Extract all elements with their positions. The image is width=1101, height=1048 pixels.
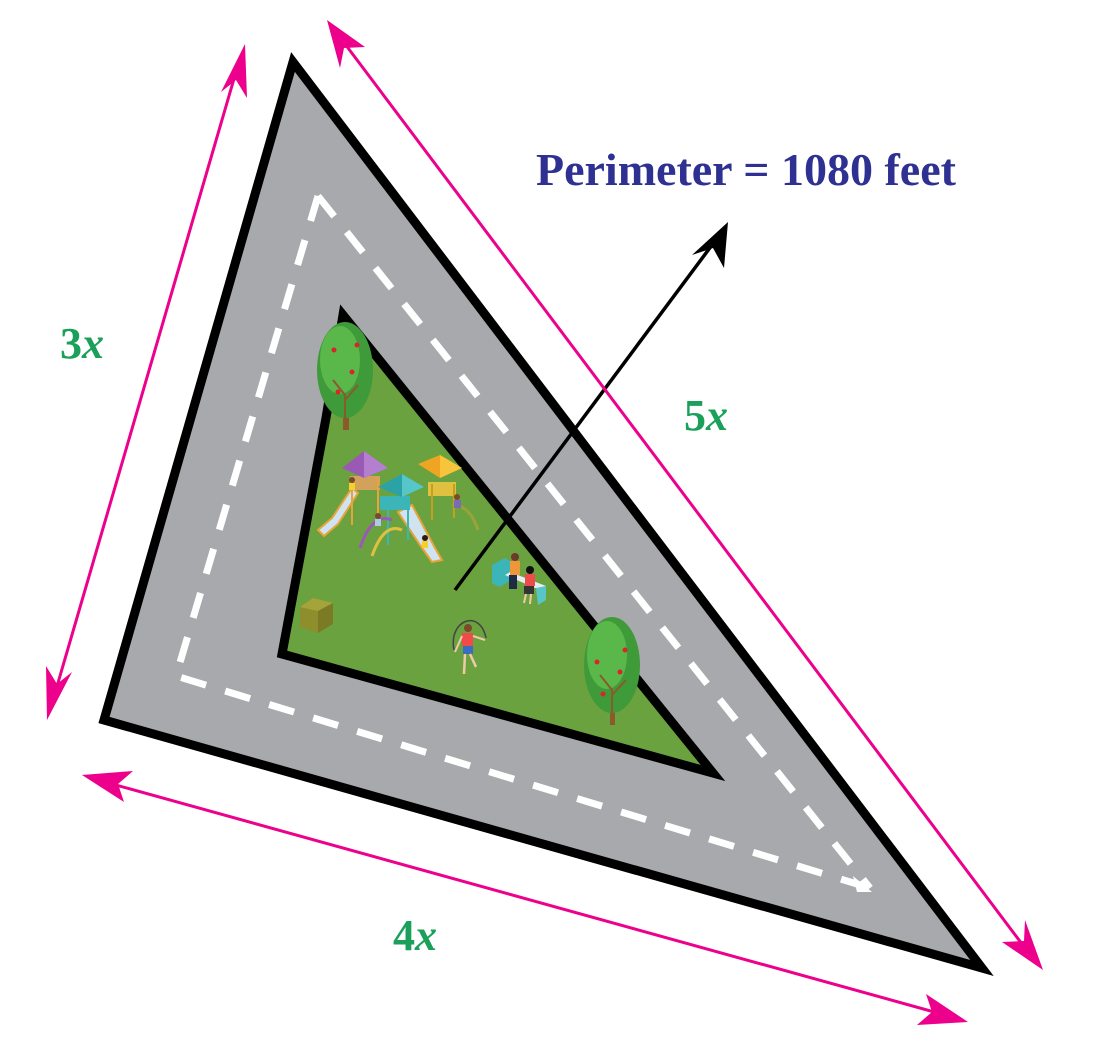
perimeter-label: Perimeter = 1080 feet <box>536 143 956 196</box>
lane-marking-dashed-hyp <box>315 193 873 891</box>
dimension-arrow-right <box>327 20 1043 970</box>
perimeter-pointer-arrow <box>453 222 728 592</box>
shrub-box <box>300 598 333 633</box>
bench-couple-icon <box>492 553 546 605</box>
side-right-coefficient: 5 <box>684 391 706 440</box>
dimension-arrow-bottom <box>82 771 968 1025</box>
side-right-variable: x <box>706 391 728 440</box>
dimension-arrow-left <box>46 44 247 720</box>
jump-rope-child-icon <box>452 619 487 675</box>
tree-icon <box>317 322 373 430</box>
lane-marking-corner-tip <box>853 876 872 892</box>
playground-icon <box>316 451 480 564</box>
side-label-bottom: 4x <box>393 910 437 961</box>
side-label-right: 5x <box>684 390 728 441</box>
perimeter-text: Perimeter = 1080 feet <box>536 144 956 195</box>
side-bottom-variable: x <box>415 911 437 960</box>
road-outer-triangle <box>98 52 994 976</box>
side-left-variable: x <box>82 319 104 368</box>
lane-marking-dashed <box>171 195 872 892</box>
tree-icon-2 <box>584 617 640 725</box>
side-bottom-coefficient: 4 <box>393 911 415 960</box>
side-label-left: 3x <box>60 318 104 369</box>
side-left-coefficient: 3 <box>60 319 82 368</box>
